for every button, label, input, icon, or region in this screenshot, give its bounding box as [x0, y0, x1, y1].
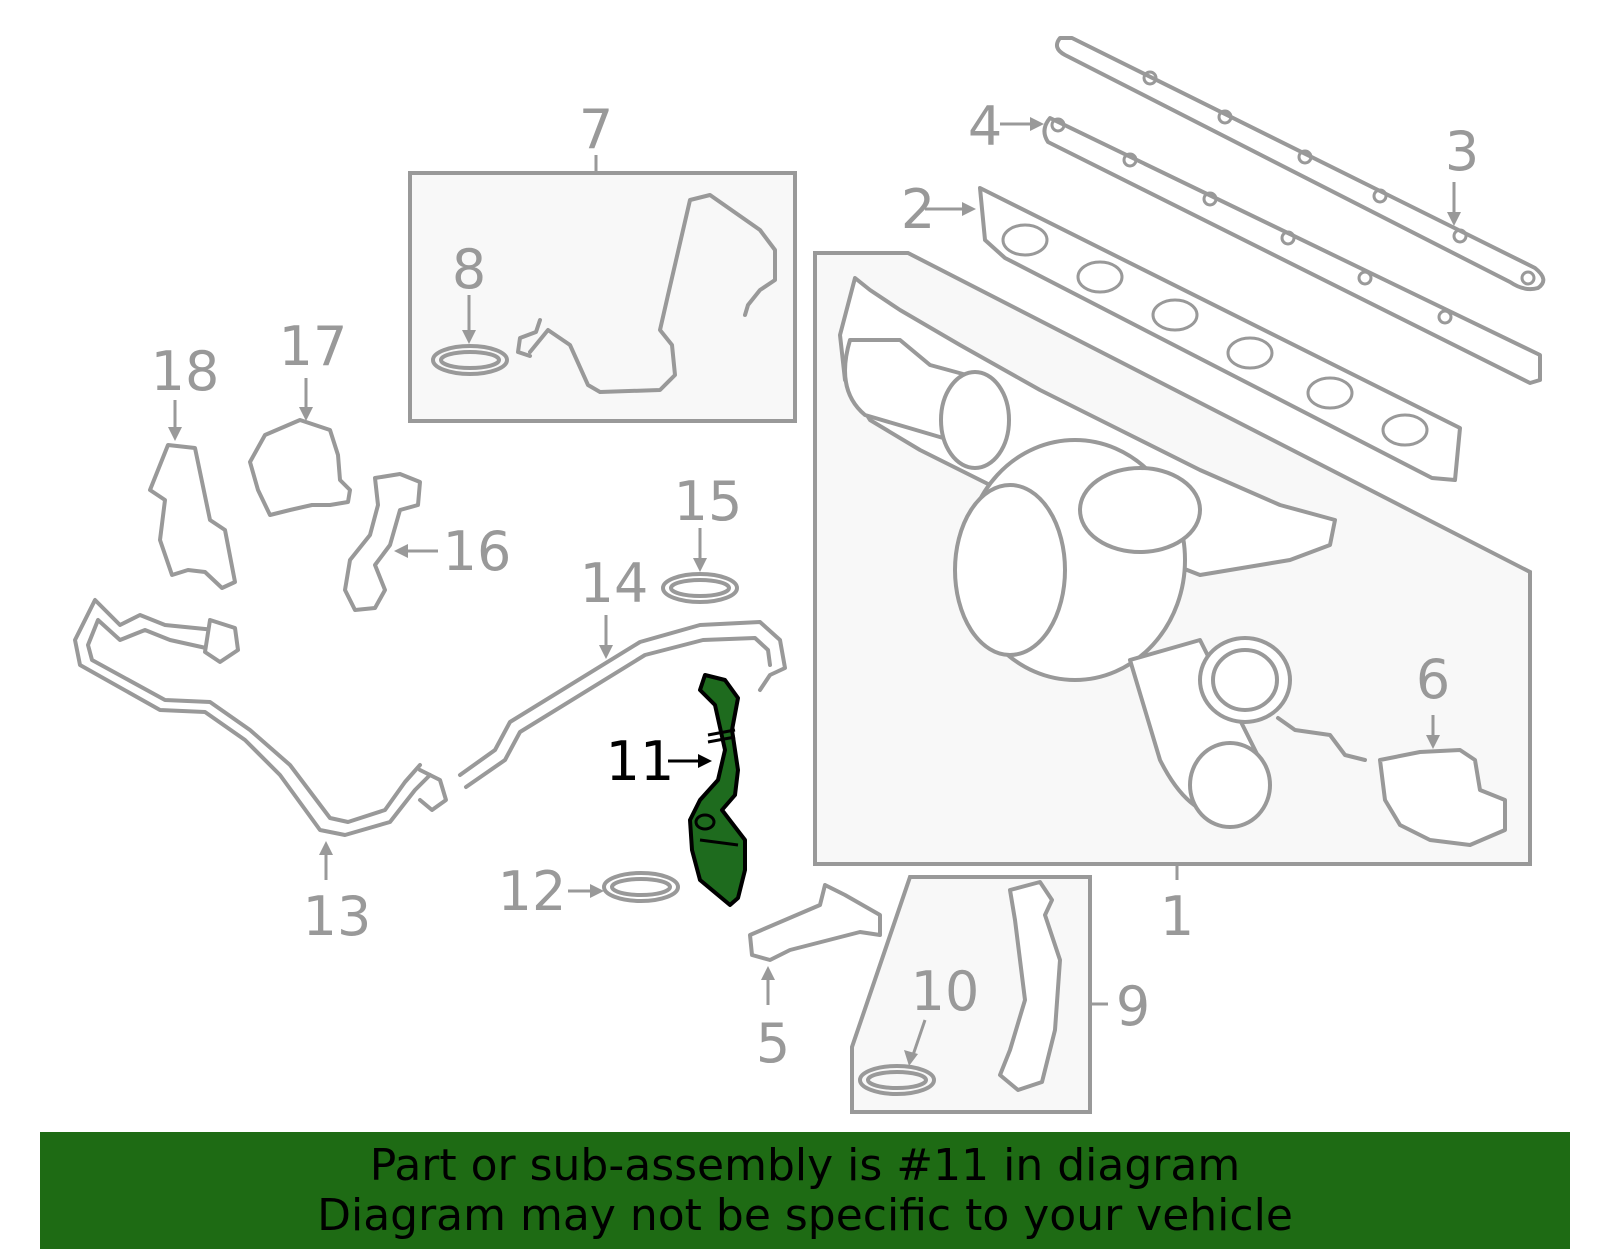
part-12-seal[interactable] — [602, 871, 680, 903]
callout-3: 3 — [1445, 120, 1479, 183]
info-banner: Part or sub-assembly is #11 in diagram D… — [40, 1132, 1570, 1249]
part-5-group — [748, 883, 882, 1005]
part-11-group — [668, 673, 747, 907]
part-9-group — [850, 875, 1108, 1114]
part-11-highlight[interactable] — [688, 673, 747, 907]
part-10-arrow — [910, 1019, 927, 1059]
callout-11: 11 — [606, 730, 675, 793]
part-3-gasket[interactable] — [1054, 36, 1546, 292]
part-13-line-inner — [86, 618, 422, 824]
part-17-group — [248, 378, 352, 517]
part-1-manifold[interactable] — [838, 276, 1337, 577]
callout-18: 18 — [151, 340, 220, 403]
part-16-hose[interactable] — [343, 472, 422, 612]
part-10-seal[interactable] — [858, 1064, 936, 1096]
part-18-bracket[interactable] — [148, 443, 237, 590]
part-12-seal-inner — [610, 877, 672, 897]
part-10-seal-inner — [866, 1070, 928, 1090]
part-14-line[interactable] — [458, 620, 787, 777]
part-8-seal-inner — [439, 350, 501, 370]
gaskets-group — [925, 36, 1546, 482]
callout-4: 4 — [968, 95, 1002, 158]
part-7-group — [408, 155, 797, 423]
part-2-gasket[interactable] — [978, 186, 1462, 482]
part-18-group — [148, 400, 237, 590]
part-1-inlet-flange — [939, 370, 1011, 470]
callout-2: 2 — [901, 178, 935, 241]
callout-5: 5 — [756, 1012, 790, 1075]
part-1-elbow — [1078, 466, 1202, 554]
part-13-group — [73, 598, 448, 880]
part-1-compressor — [953, 483, 1067, 657]
part-13-fitting — [203, 618, 240, 664]
part-13-end — [418, 768, 448, 812]
part-17-pump[interactable] — [248, 418, 352, 517]
callout-14: 14 — [580, 552, 649, 615]
callout-8: 8 — [452, 238, 486, 301]
callout-12: 12 — [498, 860, 567, 923]
part-1-flange-inner — [1211, 648, 1279, 712]
part-7-fitting — [516, 318, 542, 358]
callout-13: 13 — [303, 885, 372, 948]
banner-line-2: Diagram may not be specific to your vehi… — [317, 1189, 1293, 1241]
part-1-outlet-flange — [1188, 741, 1272, 829]
callout-9: 9 — [1116, 975, 1150, 1038]
part-5-bracket[interactable] — [748, 883, 882, 962]
banner-line-1: Part or sub-assembly is #11 in diagram — [369, 1139, 1241, 1191]
part-4-gasket[interactable] — [1042, 116, 1542, 385]
part-8-arrowhead — [462, 330, 476, 344]
callout-17: 17 — [279, 315, 348, 378]
callout-15: 15 — [674, 470, 743, 533]
callout-6: 6 — [1416, 648, 1450, 711]
part-7-line — [528, 193, 777, 394]
callout-labels: 1 2 3 4 5 6 7 8 9 10 11 12 13 14 15 16 1… — [151, 95, 1480, 1075]
part-9-line[interactable] — [998, 880, 1062, 1092]
seals-group — [568, 528, 739, 903]
callout-10: 10 — [911, 960, 980, 1023]
part-1-group — [813, 251, 1532, 880]
part-14-group — [458, 615, 787, 789]
callout-16: 16 — [443, 520, 512, 583]
part-6-actuator[interactable] — [1378, 748, 1507, 847]
part-8-seal[interactable] — [431, 344, 509, 376]
callout-1: 1 — [1160, 885, 1194, 948]
callout-7: 7 — [579, 98, 613, 161]
part-15-seal[interactable] — [661, 572, 739, 604]
part-15-seal-inner — [669, 578, 731, 598]
part-7-box — [408, 171, 797, 423]
part-13-line[interactable] — [73, 598, 432, 837]
part-6-rod — [1276, 716, 1367, 762]
part-16-group — [343, 472, 438, 612]
part-14-line-inner — [464, 636, 772, 789]
